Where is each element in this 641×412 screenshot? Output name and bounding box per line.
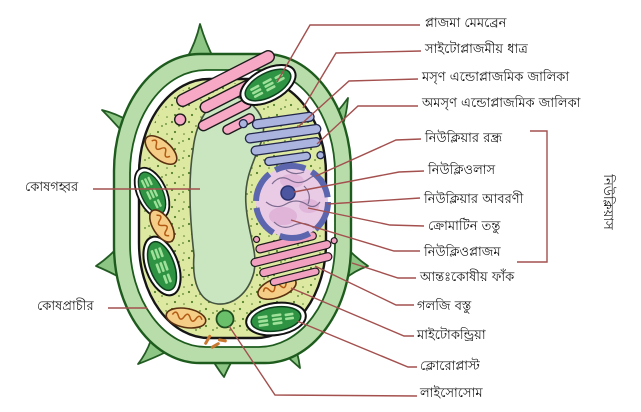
leader-nuclear-pore bbox=[315, 138, 422, 177]
nuclear-envelope-ring bbox=[253, 163, 331, 241]
mitochondrion-shape bbox=[165, 307, 207, 329]
label-chloroplast: ক্লোরোপ্লাস্ট bbox=[420, 359, 480, 374]
leader-cytoplasmic-matrix bbox=[302, 50, 422, 109]
leader-lines bbox=[93, 24, 548, 397]
label-nucleolus: নিউক্লিওলাস bbox=[428, 163, 496, 178]
label-cell-wall: কোষপ্রাচীর bbox=[37, 299, 94, 314]
label-nuclear-envelope: নিউক্লিয়ার আবরণী bbox=[424, 192, 524, 207]
label-nucleoplasm: নিউক্লিওপ্লাজম bbox=[424, 245, 501, 260]
leader-rough-er bbox=[316, 105, 418, 145]
mitochondrion-shape bbox=[144, 134, 178, 166]
rough-er-shape bbox=[238, 111, 325, 167]
leader-plasma-membrane bbox=[276, 24, 420, 83]
chloroplast-shape bbox=[142, 235, 182, 297]
leader-nucleolus bbox=[293, 170, 425, 193]
mitochondrion-shape bbox=[148, 209, 176, 243]
label-cytoplasmic-matrix: সাইটোপ্লাজমীয় ধাত্র bbox=[425, 42, 528, 57]
lysosome-shape bbox=[215, 309, 235, 329]
label-golgi-body: গলজি বস্তু bbox=[417, 299, 472, 314]
label-mitochondria: মাইটোকন্ড্রিয়া bbox=[417, 328, 486, 343]
nucleolus-shape bbox=[280, 185, 296, 201]
label-intercellular-space: আন্তঃকোষীয় ফাঁক bbox=[420, 270, 515, 285]
leader-smooth-er bbox=[297, 78, 419, 128]
leader-mitochondria bbox=[290, 287, 414, 337]
label-rough-er: অমসৃণ এন্ডোপ্লাজমিক জালিকা bbox=[422, 96, 581, 111]
label-nuclear-pore: নিউক্লিয়ার রন্ধ্র bbox=[425, 131, 503, 146]
leader-intercellular-space bbox=[351, 262, 416, 279]
chloroplast-shape bbox=[245, 301, 307, 337]
golgi-body-shape bbox=[250, 225, 338, 287]
label-plasma-membrane: প্লাজমা মেমব্রেন bbox=[425, 16, 507, 31]
nucleus-bracket bbox=[517, 130, 548, 263]
leader-chromatin-fiber bbox=[307, 207, 425, 227]
leader-nucleoplasm bbox=[290, 219, 420, 252]
leader-chloroplast bbox=[296, 320, 417, 368]
ribosome-sticks bbox=[204, 334, 227, 349]
label-nucleus-group: নিউক্লিয়াস bbox=[600, 174, 615, 230]
leader-lysosome bbox=[228, 325, 418, 397]
label-lysosome: লাইসোসোম bbox=[420, 386, 483, 401]
leader-nuclear-envelope bbox=[327, 197, 421, 205]
label-smooth-er: মসৃণ এন্ডোপ্লাজমিক জালিকা bbox=[422, 70, 570, 85]
label-chromatin-fiber: ক্রোমাটিন তন্তু bbox=[428, 219, 501, 234]
leader-golgi-body bbox=[314, 265, 414, 306]
nucleoplasm-patch bbox=[269, 207, 297, 225]
label-cell-vacuole: কোষগহ্বর bbox=[25, 180, 79, 195]
